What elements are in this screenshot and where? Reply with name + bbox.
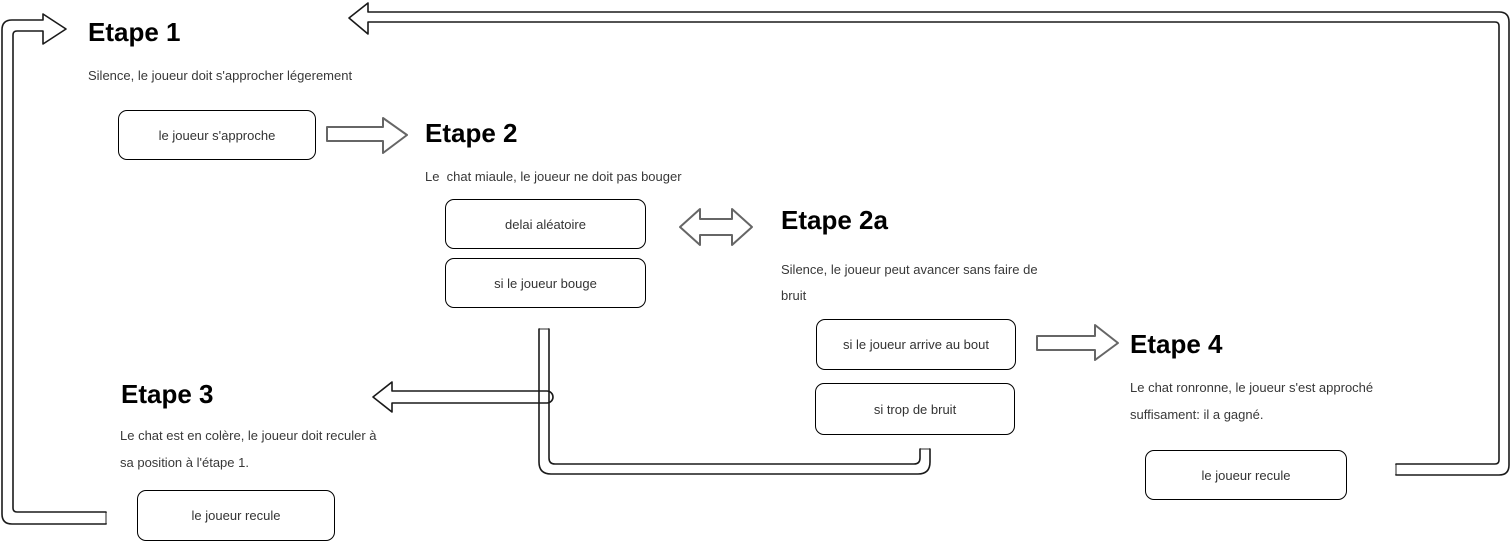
etape2a-description-line2: bruit [781,288,807,303]
arrow-arrive-to-etape4[interactable] [1036,324,1119,361]
connector-bouge-to-bruit[interactable] [538,328,931,475]
heading-etape1: Etape 1 [88,17,181,47]
etape4-description-line2: suffisament: il a gagné. [1130,407,1264,422]
heading-etape3: Etape 3 [121,379,214,409]
box-joueur-recule-etape3[interactable]: le joueur recule [137,490,335,541]
arrow-approche-to-etape2[interactable] [326,117,408,154]
box-joueur-recule-etape4[interactable]: le joueur recule [1145,450,1347,500]
double-arrow-etape2-etape2a[interactable] [679,208,753,246]
heading-etape4: Etape 4 [1130,329,1223,359]
box-joueur-sapproche[interactable]: le joueur s'approche [118,110,316,160]
box-si-joueur-arrive-au-bout[interactable]: si le joueur arrive au bout [816,319,1016,370]
etape2a-description-line1: Silence, le joueur peut avancer sans fai… [781,262,1038,277]
box-si-trop-de-bruit[interactable]: si trop de bruit [815,383,1015,435]
etape3-description-line2: sa position à l'étape 1. [120,455,249,470]
etape1-description: Silence, le joueur doit s'approcher lége… [88,68,353,83]
box-si-joueur-bouge[interactable]: si le joueur bouge [445,258,646,308]
etape3-description-line1: Le chat est en colère, le joueur doit re… [120,428,377,443]
heading-etape2a: Etape 2a [781,205,888,235]
etape2-description: Le chat miaule, le joueur ne doit pas bo… [425,169,682,184]
box-delai-aleatoire[interactable]: delai aléatoire [445,199,646,249]
arrow-loop-etape4-to-etape1[interactable] [348,2,1510,476]
arrow-loop-etape3-to-etape1[interactable] [1,13,107,525]
heading-etape2: Etape 2 [425,118,518,148]
etape4-description-line1: Le chat ronronne, le joueur s'est approc… [1130,380,1374,395]
arrow-to-etape3[interactable] [372,381,554,413]
